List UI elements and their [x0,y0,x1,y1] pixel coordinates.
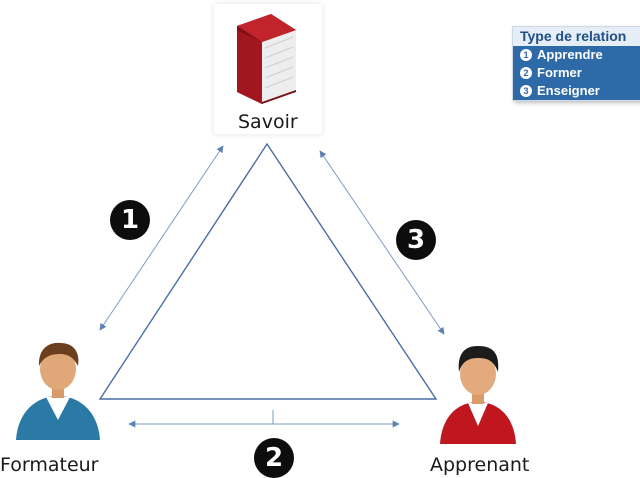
relation-badge-3: 3 [396,220,436,260]
apprenant-label: Apprenant [430,454,530,476]
legend-label-apprendre: Apprendre [537,47,603,62]
apprenant-person-icon [440,346,516,444]
legend-item-apprendre: 1 Apprendre [513,46,640,64]
arrow-savoir-formateur [99,145,224,331]
relation-badge-1: 1 [110,200,150,240]
legend-number-3: 3 [520,85,532,97]
formateur-person-icon [16,342,100,440]
relation-legend: Type de relation 1 Apprendre 2 Former 3 … [512,26,640,101]
legend-number-2: 2 [520,67,532,79]
legend-label-former: Former [537,65,582,80]
arrow-savoir-apprenant [319,150,445,335]
book-icon [237,14,296,104]
legend-label-enseigner: Enseigner [537,83,600,98]
formateur-label: Formateur [0,454,99,476]
legend-title: Type de relation [513,27,640,46]
legend-number-1: 1 [520,49,532,61]
legend-item-enseigner: 3 Enseigner [513,82,640,100]
relation-badge-2: 2 [254,438,294,478]
relation-triangle [98,142,438,400]
savoir-label: Savoir [238,111,298,133]
legend-item-former: 2 Former [513,64,640,82]
